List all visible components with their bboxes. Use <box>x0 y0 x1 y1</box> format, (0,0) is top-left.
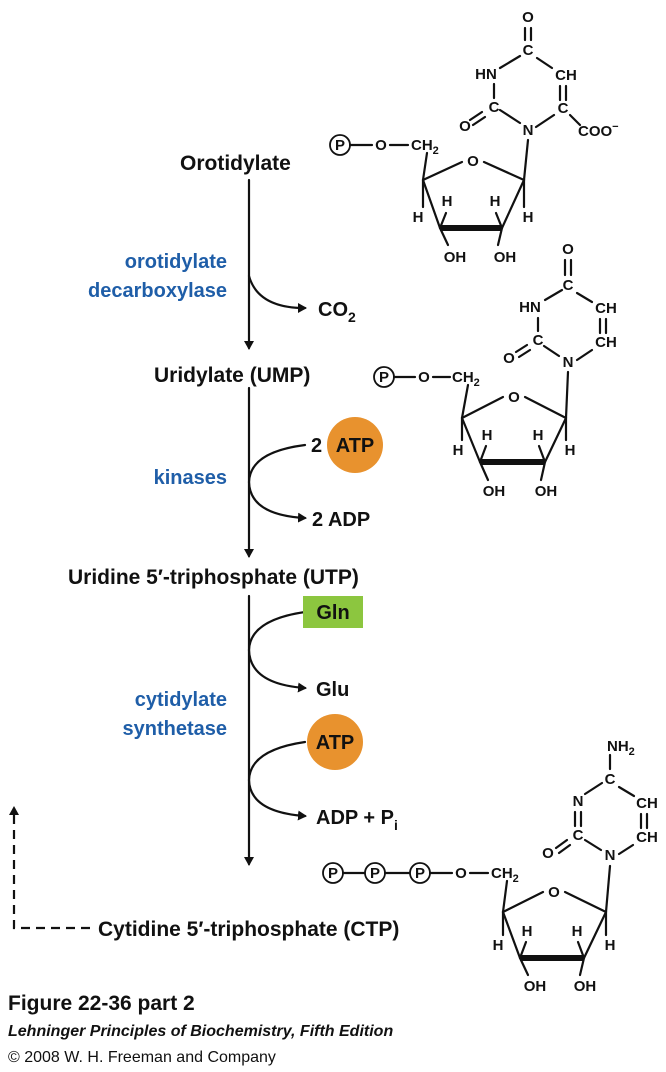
enzyme-decarboxylase-line1: orotidylate <box>125 251 227 273</box>
svg-text:C: C <box>523 42 534 59</box>
svg-text:OH: OH <box>574 978 597 995</box>
svg-text:O: O <box>503 350 515 367</box>
svg-text:O: O <box>375 137 387 154</box>
compound-utp: Uridine 5′-triphosphate (UTP) <box>68 566 359 589</box>
svg-text:O: O <box>418 369 430 386</box>
svg-text:OH: OH <box>524 978 547 995</box>
svg-text:CH: CH <box>595 300 617 317</box>
svg-text:OH: OH <box>444 249 467 266</box>
svg-text:O: O <box>542 845 554 862</box>
svg-text:O: O <box>459 118 471 135</box>
atp2-circle <box>307 714 363 770</box>
svg-text:H: H <box>523 209 534 226</box>
svg-text:H: H <box>490 193 501 210</box>
svg-text:CH: CH <box>636 829 658 846</box>
svg-text:OH: OH <box>494 249 517 266</box>
figure-caption-book: Lehninger Principles of Biochemistry, Fi… <box>8 1023 393 1040</box>
svg-text:O: O <box>522 9 534 26</box>
atp-circle <box>327 417 383 473</box>
figure-caption-title: Figure 22-36 part 2 <box>8 992 195 1015</box>
svg-text:N: N <box>573 793 584 810</box>
cofactor-glu: Glu <box>316 679 349 701</box>
svg-text:P: P <box>370 865 380 882</box>
svg-text:H: H <box>482 427 493 444</box>
structure-orotidylate: P O CH2 O H H OH H OH H N C O HN <box>329 9 619 266</box>
svg-text:H: H <box>493 937 504 954</box>
svg-text:N: N <box>523 122 534 139</box>
svg-text:O: O <box>562 241 574 258</box>
cofactor-2adp: 2 ADP <box>312 509 370 531</box>
compound-orotidylate: Orotidylate <box>180 152 291 175</box>
svg-text:P: P <box>335 137 345 154</box>
atp-adp-curve-arrow <box>247 443 307 523</box>
svg-text:NH2: NH2 <box>607 738 635 758</box>
cofactor-atp-count: 2 <box>311 435 322 457</box>
cofactor-atp2: ATP <box>316 732 355 754</box>
svg-text:HN: HN <box>475 66 497 83</box>
svg-text:C: C <box>573 827 584 844</box>
svg-text:CH2: CH2 <box>491 865 519 885</box>
svg-text:O: O <box>455 865 467 882</box>
cofactor-adp-pi: ADP + Pi <box>316 807 398 833</box>
svg-text:C: C <box>533 332 544 349</box>
svg-text:O: O <box>548 884 560 901</box>
svg-text:CH: CH <box>555 67 577 84</box>
cofactor-gln: Gln <box>316 602 349 624</box>
svg-text:CH: CH <box>595 334 617 351</box>
enzyme-decarboxylase-line2: decarboxylase <box>88 280 227 302</box>
figure-caption-copyright: © 2008 W. H. Freeman and Company <box>8 1049 276 1066</box>
svg-text:HN: HN <box>519 299 541 316</box>
svg-text:H: H <box>522 923 533 940</box>
svg-text:OH: OH <box>535 483 558 500</box>
svg-text:CH2: CH2 <box>452 369 480 389</box>
svg-text:H: H <box>565 442 576 459</box>
svg-text:H: H <box>605 937 616 954</box>
svg-text:H: H <box>453 442 464 459</box>
svg-text:CH: CH <box>636 795 658 812</box>
svg-text:H: H <box>572 923 583 940</box>
svg-text:O: O <box>508 389 520 406</box>
gln-box <box>303 596 363 628</box>
svg-text:C: C <box>605 771 616 788</box>
svg-text:CH2: CH2 <box>411 137 439 157</box>
svg-text:H: H <box>533 427 544 444</box>
svg-text:OH: OH <box>483 483 506 500</box>
feedback-dashed-arrow <box>9 806 90 930</box>
svg-text:H: H <box>442 193 453 210</box>
cofactor-atp: ATP <box>336 435 375 457</box>
svg-text:C: C <box>563 277 574 294</box>
structure-ump: P O CH2 O H H OH H OH H N C O HN C <box>373 241 617 500</box>
svg-text:O: O <box>467 153 479 170</box>
atp-adp-pi-curve-arrow <box>247 740 307 821</box>
enzyme-synthetase-line1: cytidylate <box>135 689 227 711</box>
co2-release-arrow <box>247 274 307 313</box>
compound-ctp: Cytidine 5′-triphosphate (CTP) <box>98 918 399 941</box>
svg-text:P: P <box>415 865 425 882</box>
cofactor-co2: CO2 <box>318 299 356 325</box>
compound-ump: Uridylate (UMP) <box>154 364 310 387</box>
enzyme-synthetase-line2: synthetase <box>123 718 228 740</box>
gln-glu-curve-arrow <box>247 610 307 693</box>
svg-text:P: P <box>379 369 389 386</box>
svg-text:P: P <box>328 865 338 882</box>
svg-text:COO−: COO− <box>578 121 619 140</box>
svg-text:H: H <box>413 209 424 226</box>
svg-text:C: C <box>558 100 569 117</box>
svg-text:N: N <box>605 847 616 864</box>
svg-text:C: C <box>489 99 500 116</box>
svg-text:N: N <box>563 354 574 371</box>
enzyme-kinases: kinases <box>154 467 227 489</box>
structure-ctp: P P P O CH2 O H H OH H OH H N C <box>322 738 658 995</box>
